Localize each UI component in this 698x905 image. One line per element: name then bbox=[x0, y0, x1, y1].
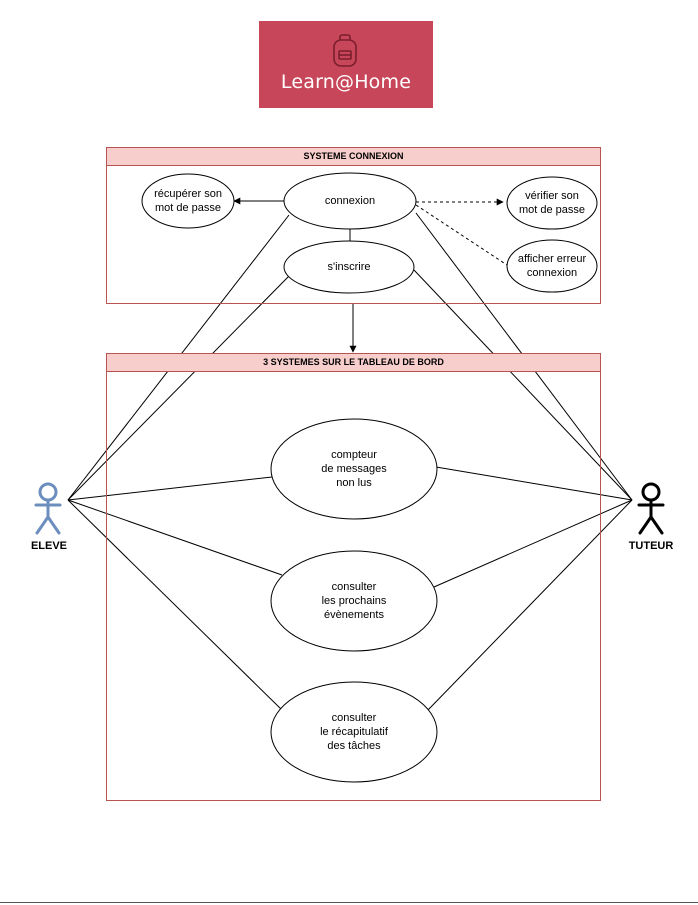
usecase-evenements-label: consulter les prochains évènements bbox=[321, 581, 387, 621]
actor-eleve-label: ELEVE bbox=[30, 540, 68, 552]
logo-text: Learn@Home bbox=[280, 71, 412, 93]
usecase-verifier-label: vérifier son mot de passe bbox=[518, 190, 586, 216]
connexion-to-erreur-dashed-line bbox=[415, 204, 508, 266]
assoc-eleve-evenements bbox=[67, 499, 283, 576]
usecase-taches-label: consulter le récapitulatif des tâches bbox=[320, 712, 388, 752]
assoc-tuteur-taches bbox=[427, 499, 633, 711]
system-connexion-title: SYSTEME CONNEXION bbox=[107, 148, 600, 166]
usecase-compteur-label: compteur de messages non lus bbox=[321, 449, 387, 489]
assoc-eleve-sinscrire bbox=[67, 274, 291, 501]
usecase-evenements-ellipse bbox=[270, 550, 438, 652]
usecase-erreur-ellipse bbox=[506, 239, 598, 293]
actor-tuteur-figure bbox=[637, 482, 665, 535]
usecase-compteur-ellipse bbox=[270, 418, 438, 520]
system-dashboard-box: 3 SYSTEMES SUR LE TABLEAU DE BORD bbox=[106, 353, 601, 801]
backpack-icon bbox=[333, 34, 357, 67]
usecase-verifier-ellipse bbox=[506, 176, 598, 230]
usecase-sinscrire-ellipse bbox=[283, 240, 415, 294]
usecase-connexion-ellipse bbox=[283, 172, 417, 230]
actor-eleve-figure bbox=[34, 482, 62, 535]
system-dashboard-title: 3 SYSTEMES SUR LE TABLEAU DE BORD bbox=[107, 354, 600, 372]
assoc-eleve-taches bbox=[67, 499, 283, 711]
assoc-tuteur-evenements bbox=[433, 499, 633, 588]
usecase-recuperer-ellipse bbox=[141, 173, 235, 229]
actor-tuteur-label: TUTEUR bbox=[628, 540, 674, 552]
usecase-recuperer-label: récupérer son mot de passe bbox=[154, 188, 222, 214]
usecase-erreur-label: afficher erreur connexion bbox=[517, 253, 587, 279]
usecase-taches-ellipse bbox=[270, 681, 438, 783]
usecase-connexion-label: connexion bbox=[324, 195, 376, 207]
assoc-eleve-compteur bbox=[67, 476, 273, 501]
usecase-sinscrire-label: s'inscrire bbox=[327, 261, 371, 273]
bottom-divider bbox=[0, 902, 698, 903]
system-connexion-box: SYSTEME CONNEXION bbox=[106, 147, 601, 304]
assoc-tuteur-sinscrire bbox=[413, 269, 633, 501]
assoc-tuteur-compteur bbox=[435, 466, 633, 501]
